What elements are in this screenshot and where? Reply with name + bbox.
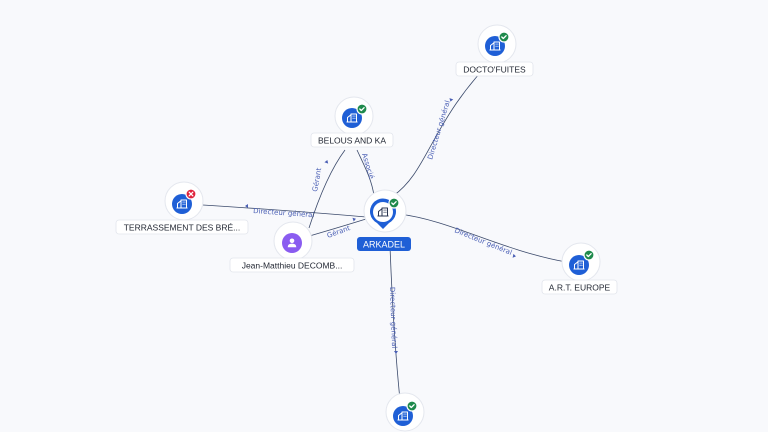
node-label: A.R.T. EUROPE — [549, 283, 611, 293]
close-icon — [188, 191, 194, 197]
building-icon — [377, 207, 389, 217]
check-icon — [586, 253, 592, 258]
edge-central-art — [398, 213, 567, 263]
edge-arrow-jean-central — [352, 217, 356, 222]
check-icon — [501, 35, 507, 40]
node-art-europe[interactable]: A.R.T. EUROPE — [541, 242, 618, 295]
node-central-arkadel[interactable]: ARKADEL — [357, 189, 411, 251]
edge-arrow-docto — [449, 98, 454, 102]
check-icon — [391, 201, 397, 206]
edge-label-terrassement: Directeur général — [253, 207, 315, 219]
edge-label-art: Directeur général — [453, 226, 513, 256]
edge-label-docto: Directeur général — [426, 99, 452, 160]
edge-arrow-jean-belous — [324, 160, 329, 164]
edge-label-bottom: Directeur général — [388, 287, 398, 349]
node-belous-and-ka[interactable]: BELOUS AND KA — [310, 96, 394, 148]
node-label: Jean-Matthieu DECOMB... — [242, 261, 343, 271]
edge-arrow-art — [512, 253, 516, 258]
node-terrassement[interactable]: TERRASSEMENT DES BRÉ... — [115, 181, 249, 235]
edge-jean-belous — [308, 149, 346, 229]
edge-arrow-terrassement — [245, 204, 248, 208]
node-label: TERRASSEMENT DES BRÉ... — [124, 223, 241, 233]
node-bottom-company[interactable] — [385, 392, 425, 432]
node-docto-fuites[interactable]: DOCTO'FUITES — [455, 24, 534, 77]
central-node-label: ARKADEL — [363, 240, 405, 250]
node-jean-matthieu[interactable]: Jean-Matthieu DECOMB... — [229, 221, 355, 273]
edge-label-belous: Associé — [360, 152, 375, 180]
node-label: BELOUS AND KA — [318, 136, 386, 146]
edge-label-jean-belous: Gérant — [311, 167, 323, 192]
edge-central-bottom — [389, 245, 401, 401]
edge-arrow-bottom — [394, 351, 398, 354]
edge-label-jean-central: Gérant — [326, 224, 352, 240]
edge-central-terrassement — [202, 204, 367, 218]
edge-jean-central — [305, 218, 367, 238]
check-icon — [409, 404, 415, 409]
edge-central-belous — [356, 149, 375, 197]
node-label: DOCTO'FUITES — [463, 65, 526, 75]
check-icon — [359, 107, 365, 112]
